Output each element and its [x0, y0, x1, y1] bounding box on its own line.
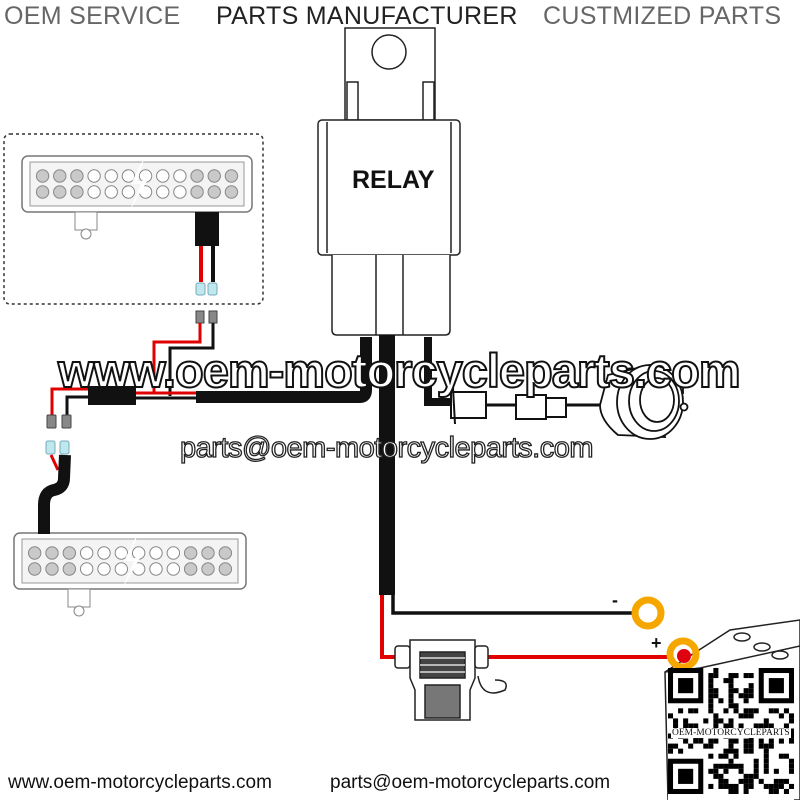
- led: [201, 546, 215, 560]
- led: [87, 169, 101, 183]
- relay-tab-slot-right: [422, 81, 435, 121]
- led: [87, 185, 101, 199]
- led: [27, 546, 42, 560]
- header-parts-manufacturer: PARTS MANUFACTURER: [216, 2, 518, 30]
- led: [114, 546, 129, 560]
- relay-base: [331, 255, 451, 336]
- led: [79, 546, 94, 560]
- led: [166, 546, 181, 560]
- switch-lead: [424, 337, 600, 425]
- qr-code-pattern: [668, 668, 794, 794]
- positive-ring-terminal: [666, 637, 700, 671]
- harness-branch-upper: [152, 310, 218, 396]
- led: [121, 185, 136, 199]
- led: [224, 185, 239, 199]
- watermark-website: www.oem-motorcycleparts.com: [57, 343, 742, 398]
- led: [183, 546, 198, 560]
- relay: [317, 27, 461, 336]
- led: [104, 185, 118, 199]
- led: [79, 562, 94, 576]
- harness-main: [46, 337, 372, 429]
- led: [190, 185, 204, 199]
- led: [53, 185, 67, 199]
- led: [121, 169, 136, 183]
- led: [207, 185, 221, 199]
- led: [114, 562, 129, 576]
- led: [62, 562, 77, 576]
- bottom-bar-pigtail: [38, 440, 71, 534]
- inline-fuse-holder: [394, 639, 507, 721]
- qr-caption: OEM-MOTORCYCLEPARTS: [671, 728, 791, 738]
- led: [53, 169, 67, 183]
- led: [190, 169, 204, 183]
- led: [149, 562, 163, 576]
- led: [149, 546, 163, 560]
- led-light-bar-top: [21, 155, 253, 240]
- led: [207, 169, 221, 183]
- led: [138, 169, 153, 183]
- led: [166, 562, 181, 576]
- led: [131, 546, 146, 560]
- led: [97, 562, 111, 576]
- terminal-clip: [207, 282, 218, 296]
- led: [45, 546, 59, 560]
- relay-power-lead: [379, 335, 672, 659]
- optional-light-bar-frame: [3, 133, 264, 305]
- led: [201, 562, 215, 576]
- terminal-clip: [195, 282, 206, 296]
- led: [35, 169, 50, 183]
- positive-sign: +: [651, 633, 662, 653]
- led: [218, 562, 233, 576]
- led: [27, 562, 42, 576]
- positive-battery-post: [677, 649, 691, 663]
- led: [173, 169, 187, 183]
- top-bar-pigtail: [195, 212, 219, 296]
- harness-sleeve: [88, 386, 136, 405]
- led: [62, 546, 77, 560]
- header-oem-service: OEM SERVICE: [4, 2, 181, 30]
- led: [45, 562, 59, 576]
- negative-ring-terminal: [631, 596, 665, 630]
- led: [173, 185, 187, 199]
- led: [35, 185, 50, 199]
- led: [218, 546, 233, 560]
- led: [70, 169, 84, 183]
- led: [224, 169, 239, 183]
- led: [97, 546, 111, 560]
- led: [70, 185, 84, 199]
- relay-tab-slot-left: [346, 81, 359, 121]
- led: [183, 562, 198, 576]
- footer-email: parts@oem-motorcycleparts.com: [330, 772, 611, 793]
- footer-website: www.oem-motorcycleparts.com: [8, 772, 272, 793]
- led-light-bar-bottom: [13, 532, 247, 617]
- negative-sign: -: [612, 590, 618, 610]
- relay-mounting-hole: [371, 34, 407, 70]
- led: [156, 185, 170, 199]
- watermark-email: parts@oem-motorcycleparts.com: [179, 431, 594, 464]
- led: [156, 169, 170, 183]
- rocker-switch: [599, 363, 689, 440]
- relay-label: RELAY: [352, 166, 435, 194]
- led: [104, 169, 118, 183]
- header-customized-parts: CUSTMIZED PARTS: [543, 2, 782, 30]
